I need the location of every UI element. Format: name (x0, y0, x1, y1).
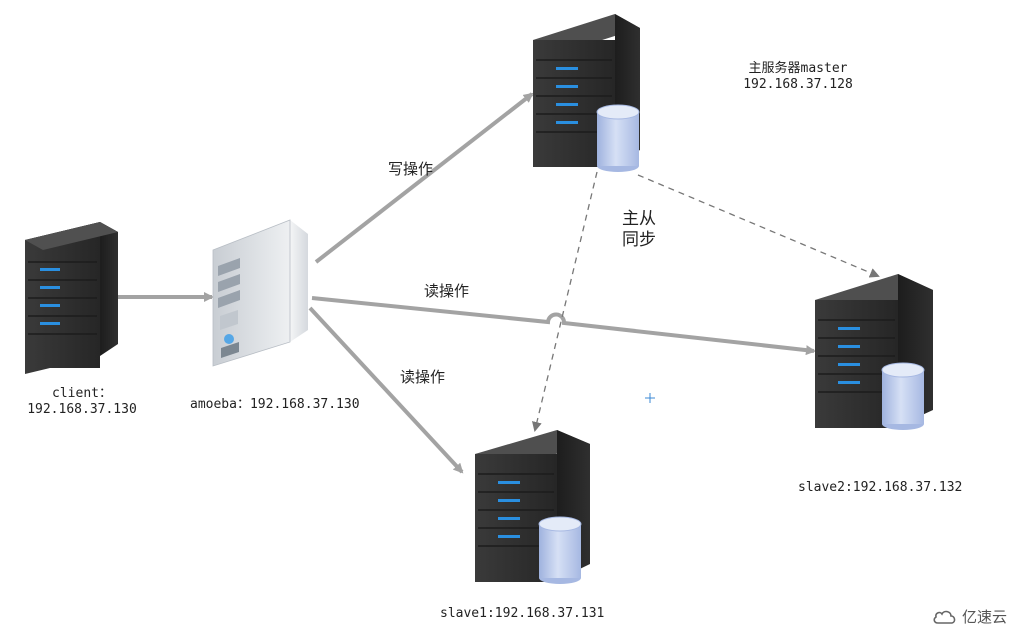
watermark: 亿速云 (932, 606, 1007, 627)
arrow-read-to-slave1 (308, 306, 464, 474)
edge-label-sync: 主从 同步 (614, 209, 664, 252)
client-server-icon (25, 222, 118, 374)
slave2-server-icon (815, 274, 933, 428)
master-db-icon (596, 104, 640, 172)
slave2-db-icon (881, 362, 925, 430)
slave1-label: slave1:192.168.37.131 (440, 606, 605, 621)
sync-line1: 主从 (622, 209, 656, 229)
amoeba-label: amoeba：192.168.37.130 (190, 397, 360, 412)
amoeba-server-icon (212, 219, 308, 367)
client-label: client： 192.168.37.130 (16, 386, 148, 419)
edge-label-read-slave2: 读操作 (424, 282, 470, 300)
master-ip: 192.168.37.128 (743, 77, 853, 93)
crosshair-icon (645, 393, 655, 403)
master-label: 主服务器master 192.168.37.128 (728, 61, 868, 94)
sync-to-slave1-dashed (532, 171, 598, 432)
arrow-write-to-master (314, 92, 534, 264)
arrow-read-to-slave2 (311, 296, 816, 356)
slave2-label: slave2:192.168.37.132 (798, 480, 963, 495)
master-name: 主服务器master (748, 61, 848, 76)
edge-label-write: 写操作 (388, 160, 434, 178)
client-name: client： (52, 386, 112, 401)
client-ip: 192.168.37.130 (27, 402, 137, 418)
slave1-db-icon (538, 516, 582, 584)
edge-label-read-slave1: 读操作 (400, 368, 446, 386)
cloud-logo-icon (933, 610, 956, 624)
watermark-text: 亿速云 (961, 608, 1007, 626)
sync-to-slave2-dashed (637, 174, 880, 278)
sync-line2: 同步 (622, 230, 656, 251)
